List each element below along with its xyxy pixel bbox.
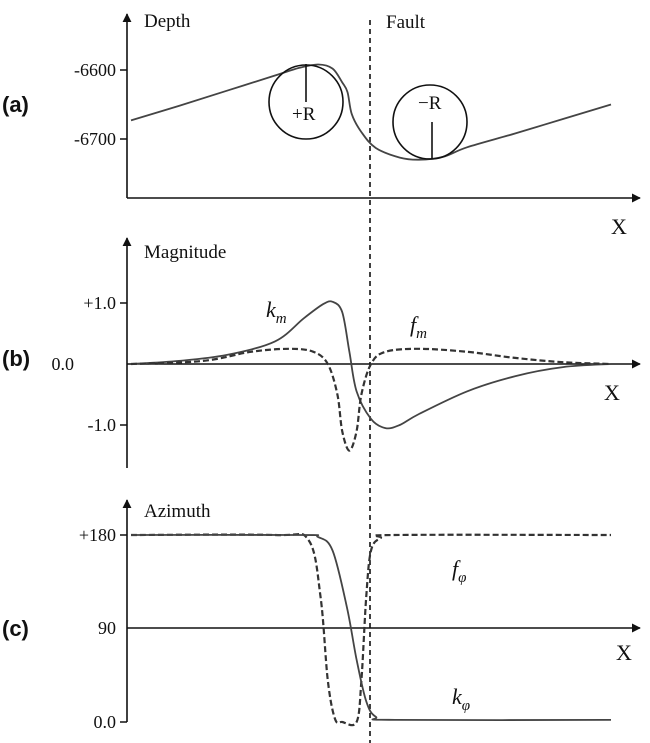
label-k-m: km	[266, 297, 287, 327]
label-f-m-subscript: m	[416, 326, 427, 342]
circle-negative-r	[392, 84, 468, 160]
label-f-phi-subscript: φ	[458, 570, 466, 586]
panel-b-f-m-curve	[130, 347, 612, 452]
panel-a-tick-label-0: -6600	[74, 60, 116, 80]
label-k-phi: kφ	[452, 684, 470, 714]
panel-a-depth-curve	[130, 63, 612, 161]
label-f-m: fm	[410, 312, 427, 342]
panel-c-f-phi-curve	[130, 532, 612, 727]
panel-c-tick-label-0: +180	[79, 525, 116, 545]
panel-b-tick-label-0: +1.0	[83, 293, 116, 313]
label-k-m-subscript: m	[276, 311, 287, 327]
panel-c-tick-label-1: 90	[98, 618, 116, 638]
fault-label: Fault	[386, 12, 426, 33]
panel-b-tick-label-2: -1.0	[88, 415, 117, 435]
panel-a-tick-label-1: -6700	[74, 129, 116, 149]
panel-c-y-title: Azimuth	[144, 501, 211, 522]
label-f-phi: fφ	[452, 556, 466, 586]
panel-a: (a) Depth X -6600 -6700 +R −R	[2, 11, 641, 239]
panel-b-tick-label-1: 0.0	[52, 354, 75, 374]
panel-b: (b) Magnitude X +1.0 0.0 -1.0 km fm	[2, 237, 641, 468]
panel-c: (c) Azimuth X +180 90 0.0 fφ kφ	[2, 499, 641, 732]
panel-b-k-m-curve	[130, 300, 612, 430]
panel-b-x-title: X	[604, 380, 620, 405]
panel-a-x-title: X	[611, 214, 627, 239]
label-negative-r: −R	[418, 93, 442, 114]
panel-c-x-title: X	[616, 640, 632, 665]
panel-a-label: (a)	[2, 92, 29, 117]
label-positive-r: +R	[292, 104, 316, 125]
panel-a-y-title: Depth	[144, 11, 191, 32]
label-k-phi-subscript: φ	[462, 698, 470, 714]
panel-b-label: (b)	[2, 346, 30, 371]
panel-c-tick-label-2: 0.0	[94, 712, 117, 732]
panel-b-y-title: Magnitude	[144, 242, 226, 263]
panel-c-k-phi-curve	[130, 533, 612, 722]
panel-c-label: (c)	[2, 616, 29, 641]
